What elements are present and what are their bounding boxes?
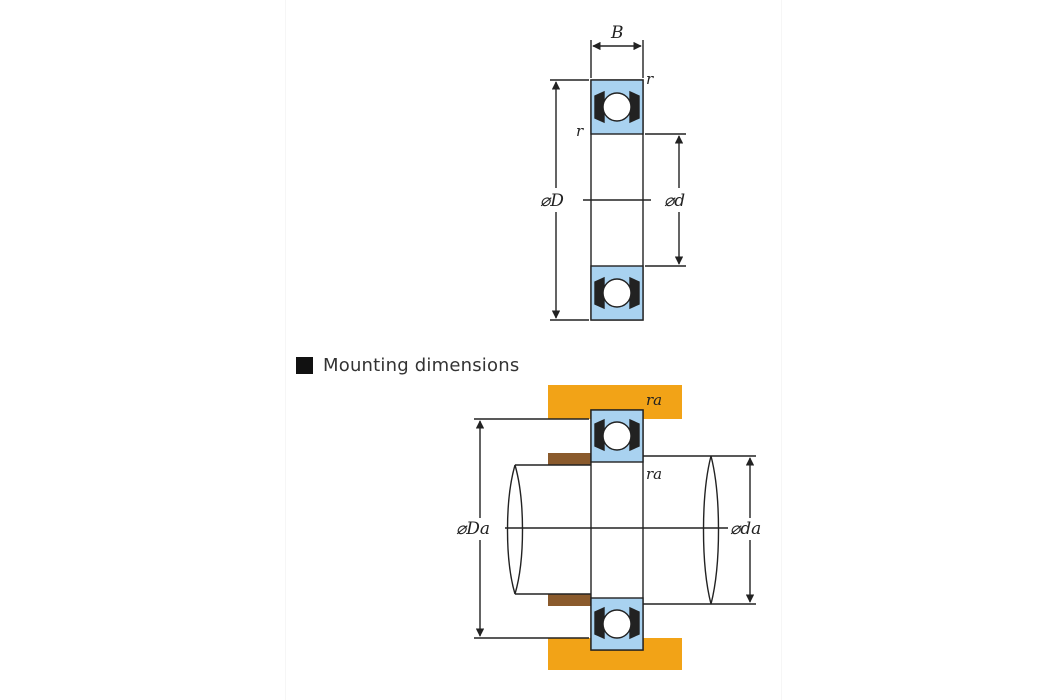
shaft-shoulder-top xyxy=(548,453,591,465)
mounting-view xyxy=(474,385,756,670)
label-shaft-diameter: ⌀da xyxy=(730,519,761,539)
bullet-square-icon xyxy=(296,356,313,374)
bearing-top-view xyxy=(550,40,686,321)
mounting-dimensions-heading: Mounting dimensions xyxy=(296,354,519,376)
upper-ball xyxy=(602,92,632,122)
label-radius-inner: r xyxy=(576,122,584,140)
label-width-b: B xyxy=(610,23,624,43)
label-outer-diameter: ⌀D xyxy=(540,191,564,211)
label-shaft-radius: ra xyxy=(646,465,662,483)
label-housing-diameter: ⌀Da xyxy=(456,519,490,539)
drawing-panel xyxy=(285,0,782,700)
label-housing-radius: ra xyxy=(646,391,662,409)
label-inner-diameter: ⌀d xyxy=(664,191,685,211)
heading-text: Mounting dimensions xyxy=(323,354,520,376)
shaft-shoulder-bottom xyxy=(548,594,591,606)
label-radius-top: r xyxy=(646,70,654,88)
lower-ball xyxy=(602,278,632,308)
